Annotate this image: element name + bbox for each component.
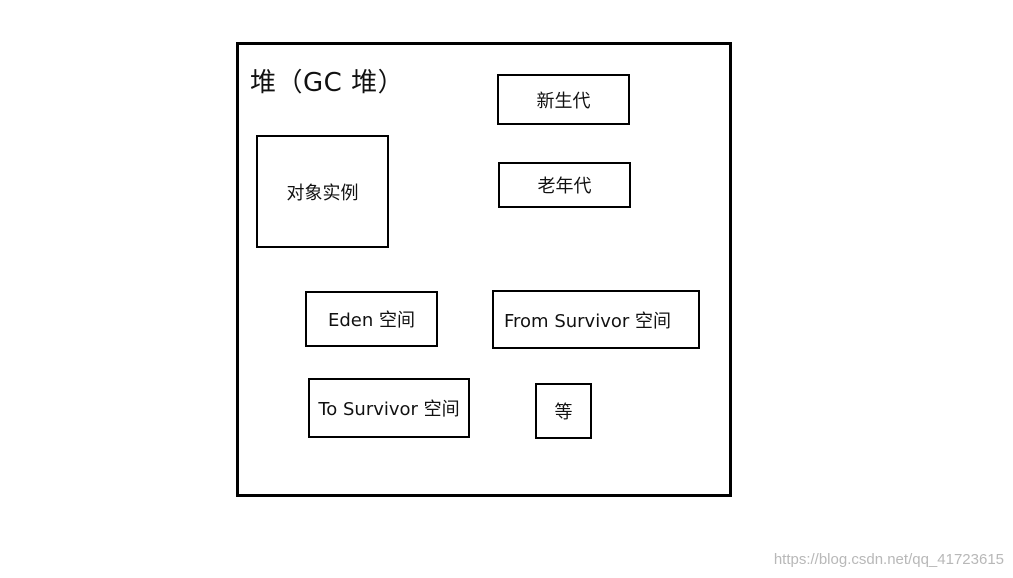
etc-box: 等 [535,383,592,439]
to-survivor-label: To Survivor 空间 [318,399,460,420]
watermark-url: https://blog.csdn.net/qq_41723615 [773,551,1004,568]
young-generation-label: 新生代 [536,90,591,112]
from-survivor-box: From Survivor 空间 [492,290,700,349]
object-instances-box: 对象实例 [256,135,389,248]
eden-space-label: Eden 空间 [327,310,415,331]
etc-label: 等 [554,402,573,423]
from-survivor-label: From Survivor 空间 [504,310,671,332]
old-generation-box: 老年代 [498,162,631,208]
heap-container [236,42,732,497]
heap-title: 堆（GC 堆） [250,68,405,98]
young-generation-box: 新生代 [497,74,630,125]
to-survivor-box: To Survivor 空间 [308,378,470,438]
object-instances-label: 对象实例 [286,182,359,204]
old-generation-label: 老年代 [537,176,592,197]
eden-space-box: Eden 空间 [305,291,438,347]
